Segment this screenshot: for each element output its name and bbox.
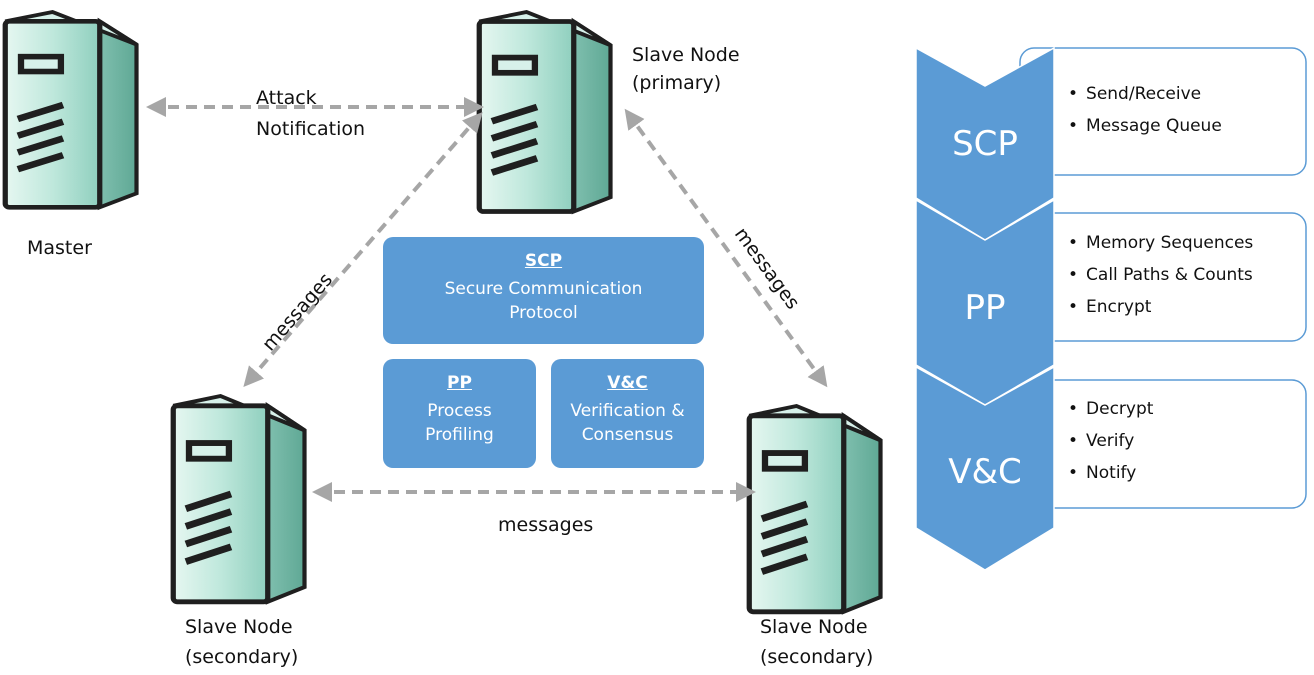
list-item: •Encrypt bbox=[1068, 297, 1152, 317]
scp-box: SCP Secure Communication Protocol bbox=[383, 237, 704, 344]
left-messages-arrow bbox=[243, 111, 483, 388]
pp-box-desc-line1: Process bbox=[427, 401, 492, 421]
scp-box-desc-line1: Secure Communication bbox=[444, 279, 643, 299]
master-server-icon bbox=[5, 12, 136, 207]
vc-chevron bbox=[915, 365, 1055, 571]
list-item: •Call Paths & Counts bbox=[1068, 265, 1253, 285]
list-item: •Decrypt bbox=[1068, 399, 1154, 419]
pp-chevron-label: PP bbox=[964, 288, 1006, 328]
attack-label-line1: Attack bbox=[256, 87, 317, 109]
list-item: •Notify bbox=[1068, 463, 1137, 483]
secondary-right-label-line2: (secondary) bbox=[760, 646, 874, 668]
master-label: Master bbox=[27, 237, 92, 259]
list-item: •Send/Receive bbox=[1068, 84, 1202, 104]
scp-chevron-label: SCP bbox=[952, 124, 1018, 164]
scp-box-desc-line2: Protocol bbox=[509, 303, 578, 323]
scp-detail-list: •Send/Receive •Message Queue bbox=[1068, 78, 1222, 142]
vc-detail-list: •Decrypt •Verify •Notify bbox=[1068, 393, 1153, 489]
primary-label-line2: (primary) bbox=[632, 72, 722, 94]
vc-box-title: V&C bbox=[607, 373, 648, 393]
list-item: •Memory Sequences bbox=[1068, 233, 1254, 253]
vc-detail-panel bbox=[1019, 379, 1307, 509]
vc-box: V&C Verification & Consensus bbox=[551, 359, 704, 468]
left-messages-label: messages bbox=[258, 269, 337, 355]
right-messages-label: messages bbox=[730, 223, 804, 313]
secondary-right-server-icon bbox=[749, 406, 880, 612]
primary-label-line1: Slave Node bbox=[632, 44, 740, 66]
pp-detail-list: •Memory Sequences •Call Paths & Counts •… bbox=[1068, 227, 1253, 323]
vc-chevron-label: V&C bbox=[948, 452, 1022, 492]
vc-box-desc-line2: Consensus bbox=[581, 425, 674, 445]
bottom-messages-label: messages bbox=[498, 514, 594, 536]
right-messages-arrow bbox=[624, 108, 828, 388]
secondary-left-label-line2: (secondary) bbox=[185, 646, 299, 668]
list-item: •Message Queue bbox=[1068, 116, 1222, 136]
secondary-left-server-icon bbox=[173, 396, 304, 602]
primary-server-icon bbox=[479, 12, 610, 212]
secondary-left-label-line1: Slave Node bbox=[185, 616, 293, 638]
pipeline-chevrons bbox=[915, 46, 1307, 571]
pp-box-desc-line2: Profiling bbox=[425, 425, 494, 445]
list-item: •Verify bbox=[1068, 431, 1135, 451]
scp-chevron bbox=[915, 46, 1055, 241]
scp-box-title: SCP bbox=[524, 251, 563, 271]
attack-label-line2: Notification bbox=[256, 118, 366, 140]
pp-box: PP Process Profiling bbox=[383, 359, 536, 468]
pp-box-title: PP bbox=[447, 373, 472, 393]
pp-chevron bbox=[915, 198, 1055, 406]
secondary-right-label-line1: Slave Node bbox=[760, 616, 868, 638]
vc-box-desc-line1: Verification & bbox=[570, 401, 685, 421]
